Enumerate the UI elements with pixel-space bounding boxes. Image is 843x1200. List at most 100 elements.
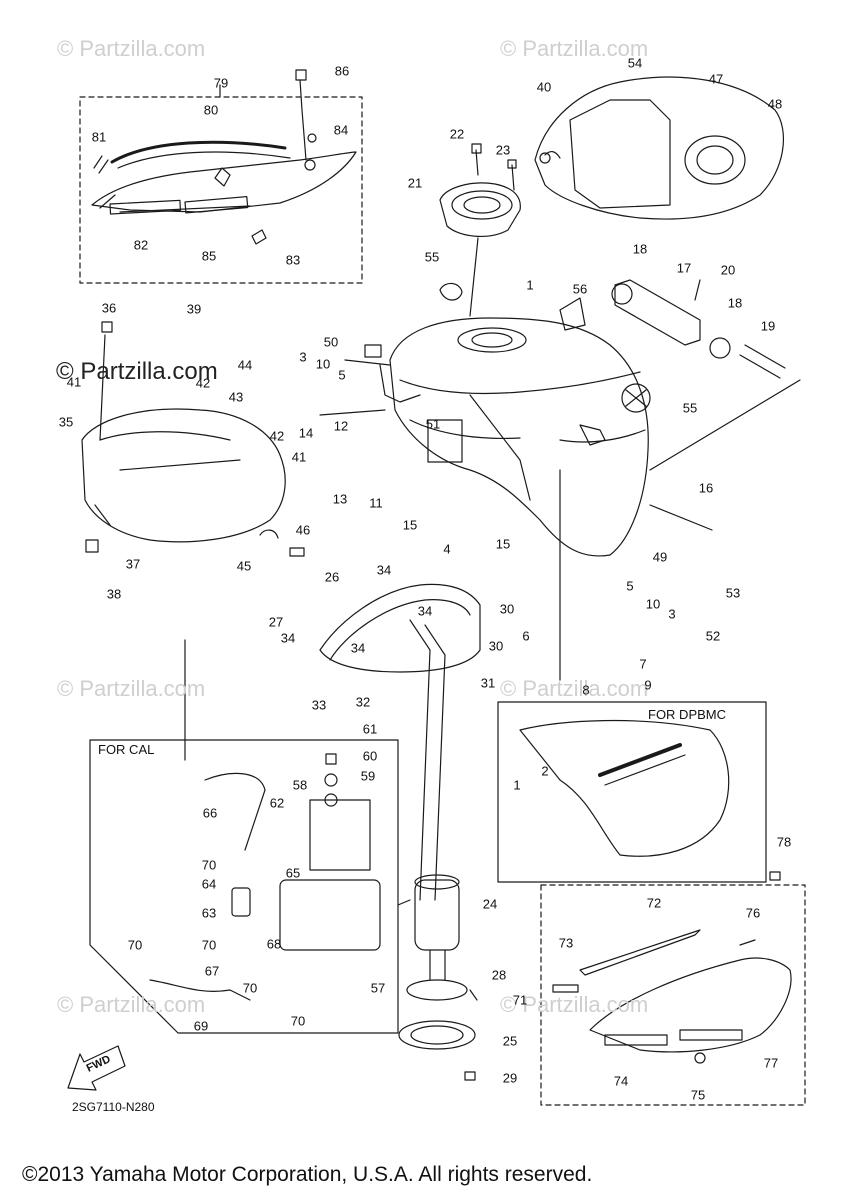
callout-65: 65 [285, 865, 301, 881]
callout-10: 10 [315, 356, 331, 372]
callout-72: 72 [646, 895, 662, 911]
callout-82: 82 [133, 237, 149, 253]
callout-83: 83 [285, 252, 301, 268]
callout-15b: 15 [495, 536, 511, 552]
callout-44: 44 [237, 357, 253, 373]
callout-1b: 1 [513, 777, 521, 793]
callout-79: 79 [213, 75, 229, 91]
callout-13: 13 [332, 491, 348, 507]
callout-42b: 42 [269, 428, 285, 444]
callout-29: 29 [502, 1070, 518, 1086]
callout-67: 67 [204, 963, 220, 979]
fwd-arrow-icon [67, 1045, 126, 1091]
callout-18: 18 [632, 241, 648, 257]
callout-55: 55 [424, 249, 440, 265]
breather-valve [611, 279, 786, 531]
callout-73: 73 [558, 935, 574, 951]
callout-39: 39 [186, 301, 202, 317]
callout-66: 66 [202, 805, 218, 821]
callout-70b: 70 [201, 937, 217, 953]
callout-26: 26 [324, 569, 340, 585]
callout-59: 59 [360, 768, 376, 784]
callout-85: 85 [201, 248, 217, 264]
callout-70c: 70 [127, 937, 143, 953]
callout-70d: 70 [242, 980, 258, 996]
callout-20: 20 [720, 262, 736, 278]
callout-69: 69 [193, 1018, 209, 1034]
callout-6: 6 [522, 628, 530, 644]
watermark: © Partzilla.com [500, 676, 649, 701]
callout-36: 36 [101, 300, 117, 316]
callout-71: 71 [512, 992, 528, 1008]
callout-55b: 55 [682, 400, 698, 416]
callout-60: 60 [362, 748, 378, 764]
cal-box-title: FOR CAL [98, 742, 155, 757]
callout-74: 74 [613, 1073, 629, 1089]
callout-84: 84 [333, 122, 349, 138]
callout-16: 16 [698, 480, 714, 496]
dpbmc-box [497, 701, 767, 883]
callout-25: 25 [502, 1033, 518, 1049]
callout-1: 1 [526, 277, 534, 293]
leader-lines [184, 84, 801, 1001]
callout-34: 34 [376, 562, 392, 578]
callout-5: 5 [338, 367, 346, 383]
callout-10b: 10 [645, 596, 661, 612]
callout-41b: 41 [291, 449, 307, 465]
callout-47: 47 [708, 71, 724, 87]
fuel-tank [364, 282, 651, 557]
callout-58: 58 [292, 777, 308, 793]
callout-7: 7 [639, 656, 647, 672]
callout-3: 3 [299, 349, 307, 365]
callout-5b: 5 [626, 578, 634, 594]
callout-78: 78 [776, 834, 792, 850]
callout-23: 23 [495, 142, 511, 158]
callout-75: 75 [690, 1087, 706, 1103]
callout-64: 64 [201, 876, 217, 892]
callout-24: 24 [482, 896, 498, 912]
callout-76: 76 [745, 905, 761, 921]
callout-11: 11 [369, 495, 383, 511]
callout-15: 15 [402, 517, 418, 533]
callout-48: 48 [767, 96, 783, 112]
callout-31: 31 [480, 675, 496, 691]
callout-38: 38 [106, 586, 122, 602]
callout-8: 8 [582, 682, 590, 698]
callout-2: 2 [541, 763, 549, 779]
callout-18b: 18 [727, 295, 743, 311]
callout-56: 56 [572, 281, 588, 297]
callout-34b: 34 [417, 603, 433, 619]
callout-34d: 34 [350, 640, 366, 656]
callout-9: 9 [644, 677, 652, 693]
callout-45: 45 [236, 558, 252, 574]
dpbmc-box-title: FOR DPBMC [648, 707, 726, 722]
callout-86: 86 [334, 63, 350, 79]
callout-12: 12 [333, 418, 349, 434]
callout-30: 30 [499, 601, 515, 617]
callout-54: 54 [627, 55, 643, 71]
callout-49: 49 [652, 549, 668, 565]
callout-62: 62 [269, 795, 285, 811]
callout-35: 35 [58, 414, 74, 430]
callout-33: 33 [311, 697, 327, 713]
callout-81: 81 [91, 129, 107, 145]
callout-42: 42 [195, 375, 211, 391]
callout-43: 43 [228, 389, 244, 405]
callout-30b: 30 [488, 638, 504, 654]
callout-46: 46 [295, 522, 311, 538]
watermark-strong: © Partzilla.com [56, 358, 218, 385]
callout-4: 4 [443, 541, 451, 557]
callout-22: 22 [449, 126, 465, 142]
callout-14: 14 [298, 425, 314, 441]
callout-53: 53 [725, 585, 741, 601]
callout-41: 41 [66, 374, 82, 390]
watermark: © Partzilla.com [500, 36, 649, 61]
callout-40: 40 [536, 79, 552, 95]
callout-37: 37 [125, 556, 141, 572]
callout-34c: 34 [280, 630, 296, 646]
callout-17: 17 [676, 260, 692, 276]
watermark: © Partzilla.com [57, 676, 206, 701]
callout-52: 52 [705, 628, 721, 644]
callout-19: 19 [760, 318, 776, 334]
